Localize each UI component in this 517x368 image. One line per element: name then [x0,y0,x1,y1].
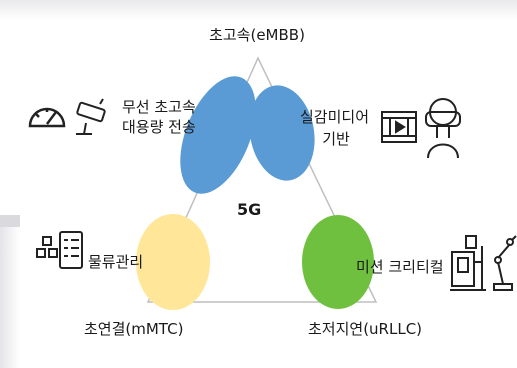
speedometer-icon [28,107,66,128]
mission-critical-label: 미션 크리티컬 [356,258,444,276]
mmtc-vertex-label: 초연결(mMTC) [84,320,184,338]
wireless-transmission-line1: 무선 초고속 [122,98,196,116]
top-shadow [0,0,517,20]
checklist-tablet-icon [59,231,83,269]
realistic-media-line1: 실감미디어 [300,108,370,126]
industrial-machine-icon [450,235,486,291]
embb-vertex-label: 초고속(eMBB) [209,26,305,44]
left-band [0,215,20,227]
mmtc-circle [136,214,210,310]
robot-arm-icon [493,235,517,291]
urllc-vertex-label: 초저지연(uRLLC) [308,320,423,338]
wireless-transmission-line2: 대용량 전송 [122,118,196,136]
embb-ellipse-right [249,85,315,181]
left-shadow [0,215,20,368]
5g-center-label: 5G [237,200,262,219]
warehouse-icon [36,236,58,258]
logistics-label: 물류관리 [88,253,144,271]
realistic-media-line2: 기반 [322,130,350,148]
urllc-circle [302,215,374,309]
embb-ellipse-left [180,76,256,194]
video-player-icon [381,111,417,143]
vr-headset-icon [425,98,461,159]
cctv-camera-icon [76,98,106,135]
